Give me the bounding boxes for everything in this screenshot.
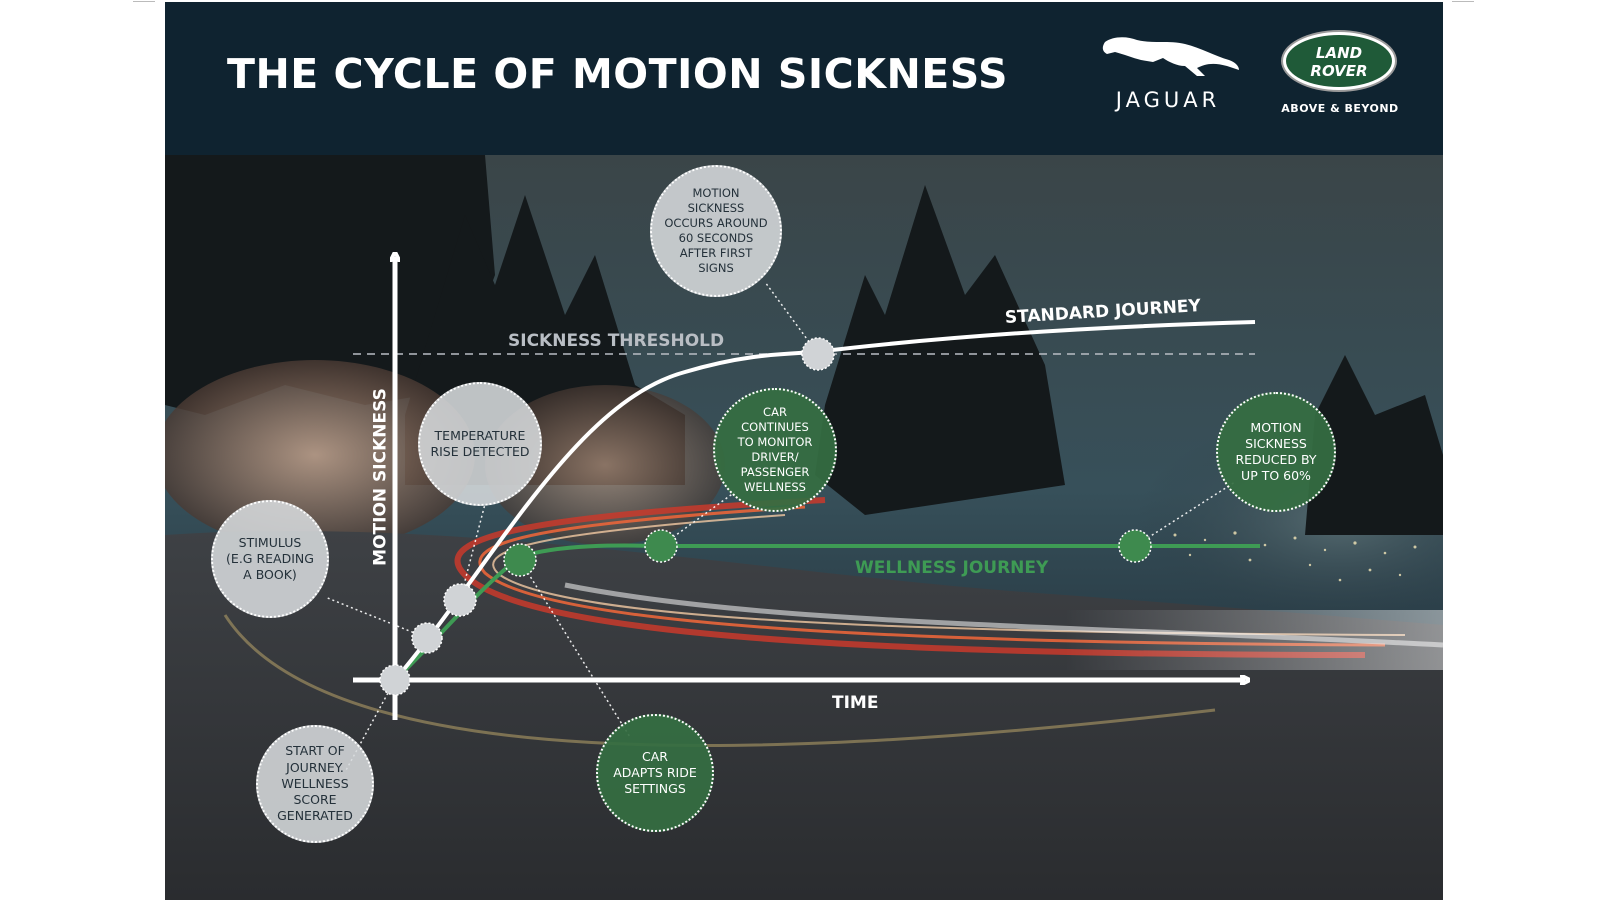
infographic-poster: THE CYCLE OF MOTION SICKNESS JAGUAR LAND… (165, 2, 1443, 900)
land-rover-tagline: ABOVE & BEYOND (1281, 102, 1399, 115)
x-axis-label: TIME (832, 693, 879, 713)
jaguar-wordmark: JAGUAR (1115, 88, 1221, 112)
leader-temperature (459, 503, 486, 601)
wellness-journey-label: WELLNESS JOURNEY (855, 558, 1049, 578)
jaguar-logo: JAGUAR (1093, 32, 1243, 114)
callout-temperature-text: TEMPERATURE RISE DETECTED (430, 427, 530, 459)
callout-monitors-text: CAR CONTINUES TO MONITOR DRIVER/ PASSENG… (737, 405, 813, 494)
leader-reduced (1134, 481, 1236, 547)
top-rule-left (133, 1, 155, 2)
leaping-jaguar-icon (1102, 37, 1239, 76)
land-rover-oval: LAND ROVER (1283, 32, 1395, 90)
callout-stimulus-text: STIMULUS (E.G READING A BOOK) (226, 534, 314, 583)
marker-reduced (1118, 529, 1152, 563)
marker-start (379, 664, 411, 696)
callout-temperature-rise: TEMPERATURE RISE DETECTED (418, 382, 542, 506)
leader-adapts (519, 559, 631, 738)
top-rule-right (1452, 1, 1474, 2)
callout-adapts-text: CAR ADAPTS RIDE SETTINGS (613, 748, 697, 797)
callout-start-of-journey: START OF JOURNEY. WELLNESS SCORE GENERAT… (256, 725, 374, 843)
land-rover-line1: LAND (1315, 44, 1363, 62)
marker-temperature (443, 583, 477, 617)
marker-stimulus (411, 622, 443, 654)
callout-motion-occurs-text: MOTION SICKNESS OCCURS AROUND 60 SECONDS… (664, 186, 768, 275)
header-banner: THE CYCLE OF MOTION SICKNESS JAGUAR LAND… (165, 2, 1443, 155)
callout-start-text: START OF JOURNEY. WELLNESS SCORE GENERAT… (277, 743, 353, 824)
marker-adapts (503, 543, 537, 577)
callout-motion-sickness-reduced: MOTION SICKNESS REDUCED BY UP TO 60% (1216, 392, 1336, 512)
land-rover-logo: LAND ROVER ABOVE & BEYOND (1275, 32, 1405, 122)
callout-car-adapts-ride: CAR ADAPTS RIDE SETTINGS (596, 714, 714, 832)
page-title: THE CYCLE OF MOTION SICKNESS (227, 50, 1009, 98)
callout-motion-sickness-occurs: MOTION SICKNESS OCCURS AROUND 60 SECONDS… (650, 165, 782, 297)
callout-reduced-text: MOTION SICKNESS REDUCED BY UP TO 60% (1235, 419, 1317, 484)
leader-stimulus (324, 596, 428, 639)
standard-journey-line (393, 320, 1256, 682)
y-axis-label: MOTION SICKNESS (370, 388, 391, 566)
motion-sickness-chart (324, 2, 1260, 773)
land-rover-line2: ROVER (1310, 62, 1368, 80)
marker-monitors (644, 529, 678, 563)
callout-car-monitors-wellness: CAR CONTINUES TO MONITOR DRIVER/ PASSENG… (713, 388, 837, 512)
callout-stimulus: STIMULUS (E.G READING A BOOK) (211, 500, 329, 618)
marker-motion-occurs (801, 337, 835, 371)
sickness-threshold-label: SICKNESS THRESHOLD (508, 331, 725, 351)
